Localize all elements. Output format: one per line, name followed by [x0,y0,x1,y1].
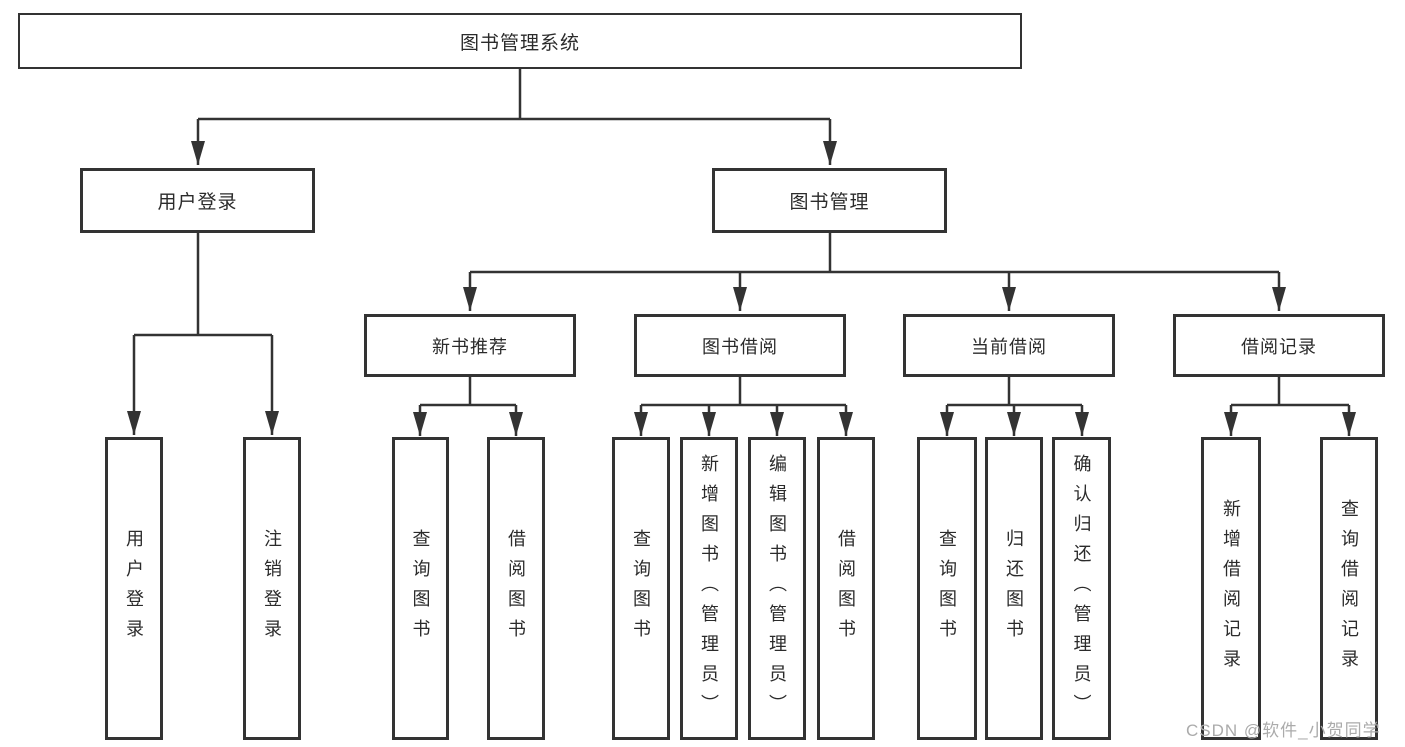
node-user-login: 用户登录 [80,168,315,233]
current-borrow-branch-connectors [940,377,1089,436]
leaf-logout: 注销登录 [243,437,301,740]
node-book-borrowing-label: 图书借阅 [702,336,778,357]
node-new-book-recommend-label: 新书推荐 [432,336,508,357]
node-root-library-system: 图书管理系统 [18,13,1022,69]
node-user-login-label: 用户登录 [157,192,238,213]
leaf-add-books-admin-label: 新增图书（管理员） [699,453,719,724]
node-book-management-label: 图书管理 [789,192,870,213]
leaf-query-books-1: 查询图书 [392,437,449,740]
node-new-book-recommend: 新书推荐 [364,314,576,377]
csdn-watermark: CSDN @软件_小贺同学 [1186,721,1381,740]
new-book-rec-branch-connectors [413,377,523,436]
leaf-return-books-label: 归还图书 [1004,528,1024,649]
leaf-logout-label: 注销登录 [262,528,282,649]
node-root-label: 图书管理系统 [459,32,580,54]
leaf-confirm-return-admin: 确认归还（管理员） [1052,437,1111,740]
leaf-query-borrow-record-label: 查询借阅记录 [1339,498,1359,679]
leaf-add-borrow-record: 新增借阅记录 [1201,437,1261,740]
leaf-query-borrow-record: 查询借阅记录 [1320,437,1378,740]
leaf-borrow-books-2-label: 借阅图书 [836,528,856,649]
book-mgmt-branch-connectors [463,233,1286,311]
leaf-edit-books-admin: 编辑图书（管理员） [748,437,806,740]
user-login-branch-connectors [127,233,279,435]
root-branch-connectors [191,69,837,165]
node-book-borrowing: 图书借阅 [634,314,846,377]
node-borrowing-records: 借阅记录 [1173,314,1385,377]
leaf-query-books-2-label: 查询图书 [631,528,651,649]
leaf-query-books-2: 查询图书 [612,437,670,740]
node-borrowing-records-label: 借阅记录 [1241,336,1317,357]
leaf-borrow-books-2: 借阅图书 [817,437,875,740]
leaf-borrow-books-1-label: 借阅图书 [506,528,526,649]
leaf-user-login: 用户登录 [105,437,163,740]
leaf-add-books-admin: 新增图书（管理员） [680,437,738,740]
leaf-add-borrow-record-label: 新增借阅记录 [1221,498,1241,679]
leaf-query-books-3-label: 查询图书 [937,528,957,649]
leaf-user-login-label: 用户登录 [124,528,144,649]
node-current-borrowing-label: 当前借阅 [971,336,1047,357]
leaf-confirm-return-admin-label: 确认归还（管理员） [1071,453,1092,724]
borrow-records-branch-connectors [1224,377,1356,436]
book-borrow-branch-connectors [634,377,853,436]
leaf-query-books-3: 查询图书 [917,437,977,740]
leaf-borrow-books-1: 借阅图书 [487,437,545,740]
leaf-edit-books-admin-label: 编辑图书（管理员） [767,453,787,724]
node-current-borrowing: 当前借阅 [903,314,1115,377]
leaf-query-books-1-label: 查询图书 [410,528,431,649]
node-book-management: 图书管理 [712,168,947,233]
leaf-return-books: 归还图书 [985,437,1043,740]
